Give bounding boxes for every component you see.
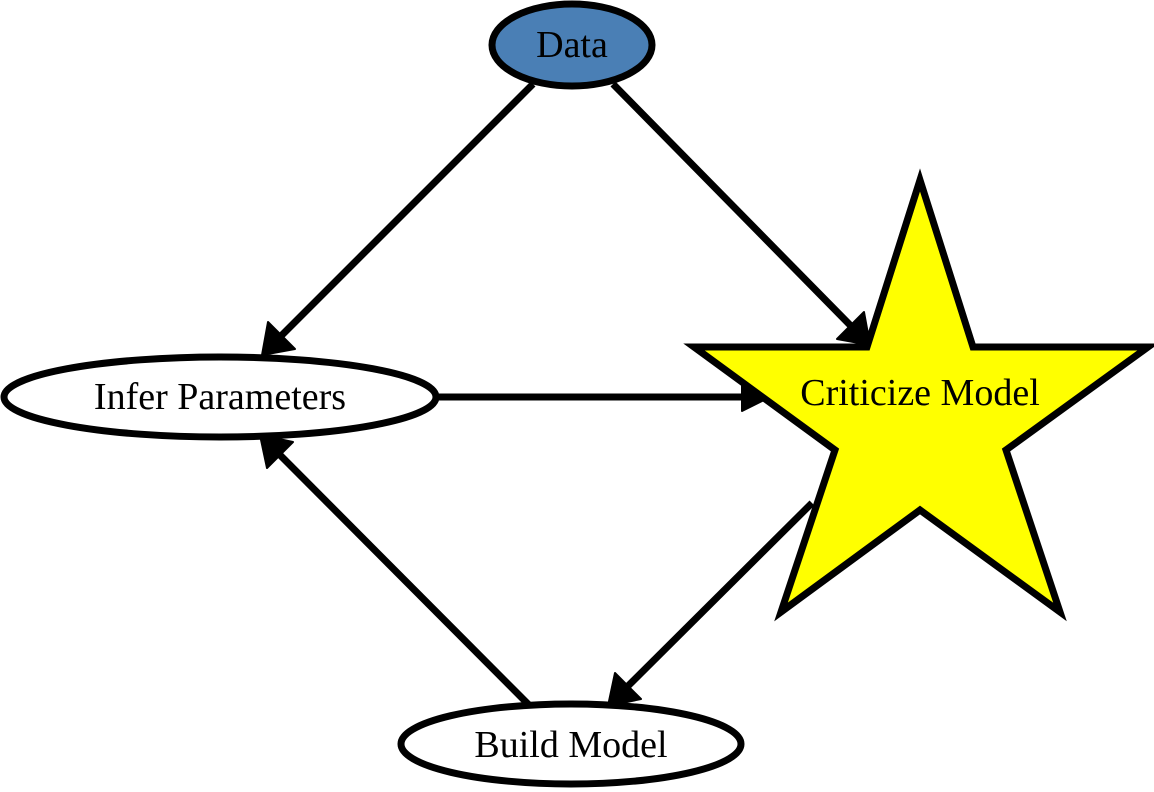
data-label: Data <box>536 24 608 66</box>
infer-parameters-label: Infer Parameters <box>94 376 346 418</box>
node-build-model: Build Model <box>397 700 745 788</box>
build-model-label: Build Model <box>474 724 667 766</box>
data-ellipse <box>488 0 656 90</box>
edge-infer-parameters-to-criticize-model <box>437 382 771 412</box>
criticize-model-label: Criticize Model <box>800 372 1040 414</box>
edge-build-model-to-infer-parameters <box>259 434 533 709</box>
infer-parameters-ellipse <box>0 353 440 441</box>
node-infer-parameters: Infer Parameters <box>0 353 440 441</box>
star-shape <box>683 168 1154 622</box>
build-model-ellipse <box>397 700 745 788</box>
edge-data-to-infer-parameters <box>261 81 536 356</box>
node-data: Data <box>488 0 656 90</box>
edge-data-to-criticize-model <box>610 81 871 346</box>
node-criticize-model: Criticize Model <box>683 168 1154 622</box>
